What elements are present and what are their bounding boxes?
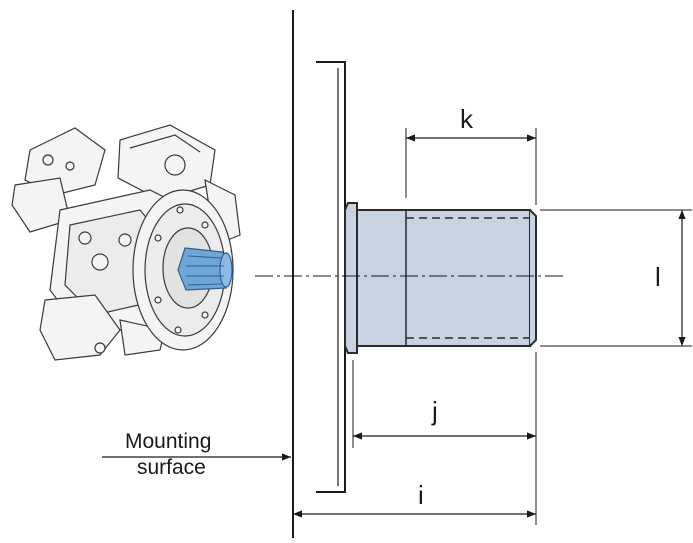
dimension-k-label: k	[460, 104, 474, 134]
dimension-l-label: l	[655, 262, 661, 292]
dimension-l: l	[540, 209, 692, 347]
mounting-label-line2: surface	[137, 456, 206, 479]
dimension-k: k	[405, 104, 537, 205]
dimension-i-label: i	[418, 480, 424, 510]
mounting-label-line1: Mounting	[125, 430, 211, 453]
dimension-j: j	[352, 352, 537, 525]
dimension-i: i	[293, 480, 536, 518]
dimension-j-label: j	[431, 396, 438, 426]
shaft-cross-section	[344, 202, 537, 354]
hydraulic-motor-illustration	[11, 124, 241, 361]
flange-outline	[316, 61, 346, 493]
splined-shaft-icon	[177, 247, 233, 291]
mounting-surface-callout: Mounting surface	[102, 430, 291, 479]
